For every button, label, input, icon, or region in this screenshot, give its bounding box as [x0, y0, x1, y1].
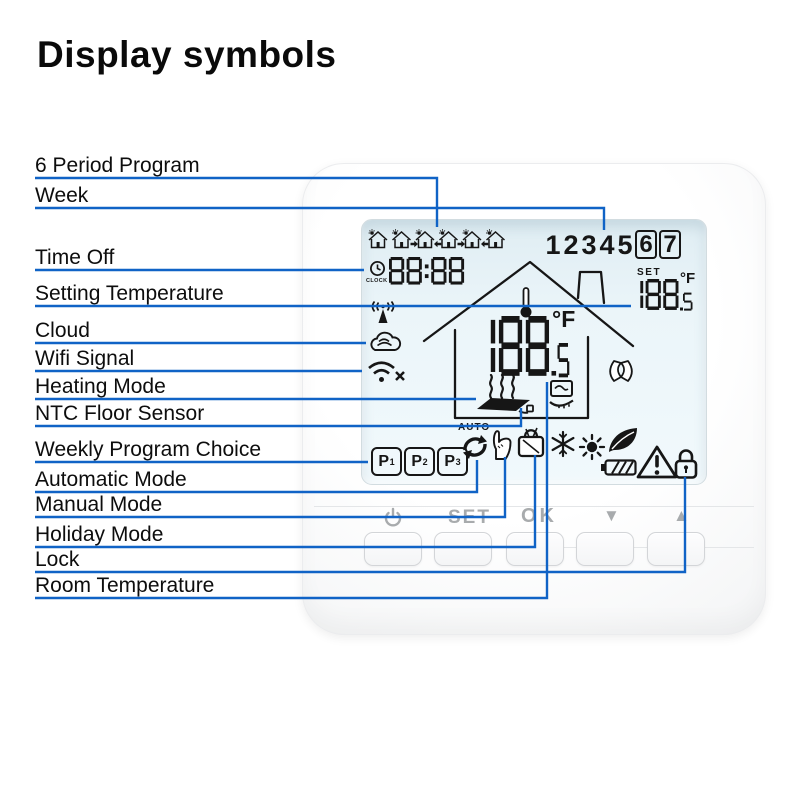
lock-icon [674, 449, 698, 479]
sun-icon [578, 433, 606, 461]
label-wifi-signal: Wifi Signal [35, 347, 135, 370]
label-lock: Lock [35, 548, 80, 571]
clock-icon [370, 261, 385, 276]
ok-button[interactable] [506, 532, 564, 566]
cloud-icon [370, 331, 402, 351]
week-day: 1 [545, 229, 561, 260]
ok-button-label: OK [521, 505, 557, 527]
label-heating-mode: Heating Mode [35, 375, 166, 398]
room-temp-unit: °F [552, 306, 576, 332]
open-window-icon [609, 360, 633, 382]
thermometer-icon [520, 287, 532, 318]
wifi-off-icon [368, 361, 405, 382]
week-day-boxed: 6 [635, 230, 657, 259]
eco-leaf-icon [609, 428, 637, 452]
label-holiday-mode: Holiday Mode [35, 523, 164, 546]
set-temp-display [640, 279, 693, 311]
manual-hand-icon [492, 430, 512, 460]
label-week: Week [35, 184, 89, 207]
label-automatic-mode: Automatic Mode [35, 468, 187, 491]
set-label: SET [637, 267, 662, 278]
snowflake-icon [551, 430, 575, 458]
p-letter: P [378, 452, 390, 470]
label-cloud: Cloud [35, 319, 90, 342]
sensor-hand-icon [549, 380, 574, 409]
up-button-label: ▲ [673, 506, 690, 525]
week-day: 3 [581, 229, 597, 260]
label-room-temperature: Room Temperature [35, 574, 215, 597]
label-ntc-floor-sensor: NTC Floor Sensor [35, 402, 205, 425]
down-button[interactable] [576, 532, 634, 566]
label-weekly-program-choice: Weekly Program Choice [35, 438, 262, 461]
label-manual-mode: Manual Mode [35, 493, 163, 516]
auto-mode-icon [463, 435, 487, 459]
p-num: 1 [389, 456, 395, 467]
room-temp-display [490, 316, 570, 378]
power-button[interactable] [364, 532, 422, 566]
down-button-label: ▼ [603, 506, 620, 525]
up-button[interactable] [647, 532, 705, 566]
label-time-off: Time Off [35, 246, 115, 269]
time-display [389, 257, 465, 285]
period-program-icons [368, 228, 506, 249]
power-icon [384, 507, 402, 527]
week-digits: 1 2 3 4 5 6 7 [545, 230, 681, 259]
set-button[interactable] [434, 532, 492, 566]
rf-antenna-icon [371, 301, 395, 323]
week-day: 5 [617, 229, 633, 260]
battery-icon [601, 459, 637, 476]
p-num: 2 [422, 456, 428, 467]
auto-label: AUTO [458, 422, 491, 433]
clock-label: CLOCK [366, 278, 388, 284]
week-day: 4 [599, 229, 615, 260]
page-title: Display symbols [37, 34, 337, 75]
heating-icon [477, 373, 534, 414]
set-temp-unit: °F [680, 270, 696, 287]
label-6-period-program: 6 Period Program [35, 154, 200, 177]
set-button-label: SET [448, 507, 491, 528]
week-day-boxed: 7 [659, 230, 681, 259]
holiday-bag-icon [517, 427, 545, 458]
p-letter: P [444, 452, 456, 470]
label-setting-temperature: Setting Temperature [35, 282, 224, 305]
p-letter: P [411, 452, 423, 470]
week-day: 2 [563, 229, 579, 260]
